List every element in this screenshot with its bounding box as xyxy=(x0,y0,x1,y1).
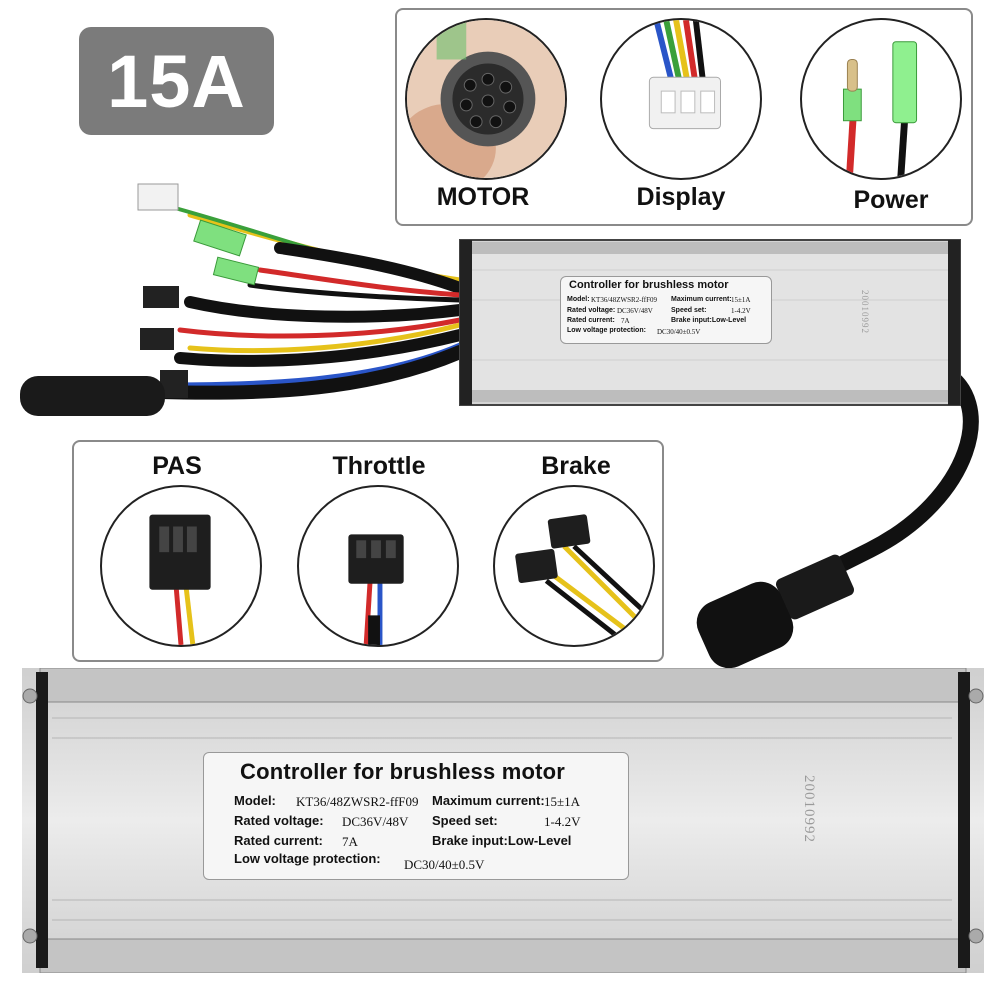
small-low-voltage-value: DC30/40±0.5V xyxy=(657,328,701,336)
small-controller-label: Controller for brushless motor Model: KT… xyxy=(560,276,772,344)
brake-connector-label: Brake xyxy=(541,452,611,480)
small-serial-number: 20010992 xyxy=(860,290,870,334)
small-label-title: Controller for brushless motor xyxy=(569,279,729,291)
power-connector-image xyxy=(800,18,962,180)
brake-connector-image xyxy=(493,485,655,647)
small-speed-set-key: Speed set: xyxy=(671,307,707,314)
motor-connector-label: MOTOR xyxy=(436,183,530,211)
display-connector-label: Display xyxy=(636,183,726,211)
throttle-connector-image xyxy=(297,485,459,647)
large-brake-input: Brake input:Low-Level xyxy=(432,833,572,848)
large-controller-label: Controller for brushless motor Model: KT… xyxy=(203,752,629,880)
power-connector-label: Power xyxy=(853,186,929,214)
small-rated-current-value: 7A xyxy=(621,317,630,325)
pas-connector-image xyxy=(100,485,262,647)
small-low-voltage-key: Low voltage protection: xyxy=(567,327,646,334)
current-rating-badge: 15A xyxy=(79,27,274,135)
pas-connector-label: PAS xyxy=(152,452,202,480)
large-max-current-key: Maximum current: xyxy=(432,793,545,808)
large-rated-voltage-key: Rated voltage: xyxy=(234,813,324,828)
large-low-voltage-value: DC30/40±0.5V xyxy=(404,857,485,872)
large-rated-current-value: 7A xyxy=(342,834,358,849)
small-rated-voltage-value: DC36V/48V xyxy=(617,307,653,315)
large-low-voltage-key: Low voltage protection: xyxy=(234,851,381,866)
display-connector-image xyxy=(600,18,762,180)
small-brake-input: Brake input:Low-Level xyxy=(671,317,747,324)
large-label-title: Controller for brushless motor xyxy=(240,759,566,784)
large-serial-number: 20010992 xyxy=(801,775,817,843)
throttle-connector-label: Throttle xyxy=(332,452,426,480)
large-speed-set-value: 1-4.2V xyxy=(544,814,581,829)
small-speed-set-value: 1-4.2V xyxy=(731,307,751,315)
small-rated-voltage-key: Rated voltage: xyxy=(567,307,616,314)
small-rated-current-key: Rated current: xyxy=(567,317,615,324)
large-max-current-value: 15±1A xyxy=(544,794,581,809)
large-model-key: Model: xyxy=(234,793,276,808)
small-model-key: Model: xyxy=(567,296,590,303)
motor-connector-image xyxy=(405,18,567,180)
small-max-current-key: Maximum current: xyxy=(671,296,732,303)
large-rated-current-key: Rated current: xyxy=(234,833,323,848)
large-speed-set-key: Speed set: xyxy=(432,813,498,828)
small-max-current-value: 15±1A xyxy=(731,296,751,304)
large-model-value: KT36/48ZWSR2-ffF09 xyxy=(296,794,419,809)
small-model-value: KT36/48ZWSR2-ffF09 xyxy=(591,296,657,304)
large-rated-voltage-value: DC36V/48V xyxy=(342,814,409,829)
